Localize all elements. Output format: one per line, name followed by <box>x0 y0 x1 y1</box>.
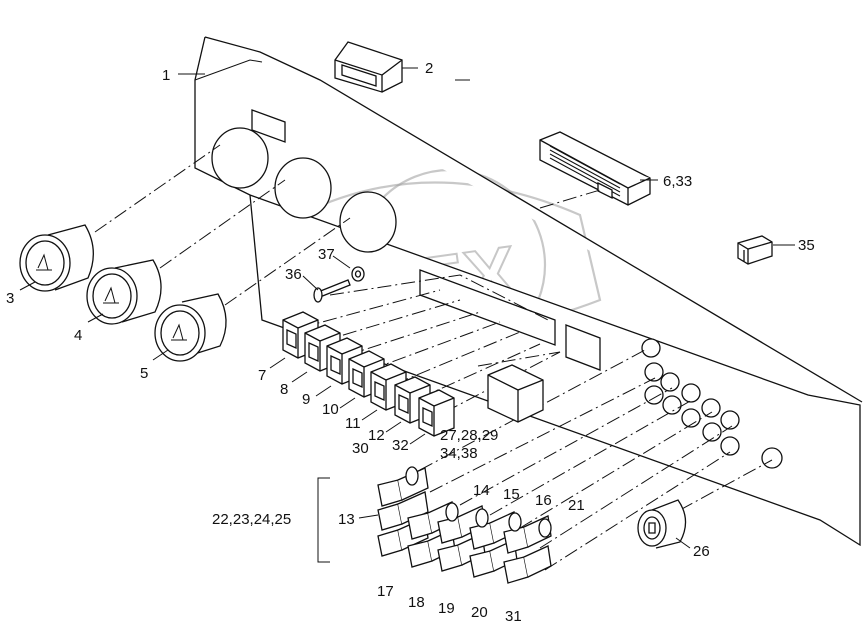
label-36: 36 <box>285 266 302 283</box>
label-5: 5 <box>140 365 148 382</box>
label-1: 1 <box>162 67 170 84</box>
washer-37 <box>351 266 365 282</box>
label-20: 20 <box>471 604 488 621</box>
small-hole <box>644 362 664 382</box>
gauge-3 <box>19 224 94 292</box>
dashboard-panel <box>194 36 863 547</box>
label-8: 8 <box>280 381 288 398</box>
small-hole <box>720 436 740 456</box>
label-9: 9 <box>302 391 310 408</box>
switch-32 <box>418 389 455 437</box>
label-35: 35 <box>798 237 815 254</box>
label-2: 2 <box>425 60 433 77</box>
label-4: 4 <box>74 327 82 344</box>
small-hole <box>644 385 664 405</box>
label-6-33: 6,33 <box>663 173 692 190</box>
part-2-holder <box>334 41 403 93</box>
relay-cutout <box>565 324 601 371</box>
label-32: 32 <box>392 437 409 454</box>
relay-27-28-29 <box>487 364 544 423</box>
gauge-hole-2 <box>274 157 332 219</box>
gauge-4 <box>86 259 162 325</box>
small-hole <box>701 398 721 418</box>
label-16: 16 <box>535 492 552 509</box>
label-18: 18 <box>408 594 425 611</box>
label-26: 26 <box>693 543 710 560</box>
lock-hole <box>761 447 783 469</box>
label-21: 21 <box>568 497 585 514</box>
label-3: 3 <box>6 290 14 307</box>
label-15: 15 <box>503 486 520 503</box>
small-hole <box>681 383 701 403</box>
screw-36 <box>313 279 351 303</box>
gauge-5 <box>154 293 227 362</box>
rocker-switches <box>282 311 455 437</box>
gauge-hole-1 <box>211 127 269 189</box>
label-30: 30 <box>352 440 369 457</box>
label-19: 19 <box>438 600 455 617</box>
label-7: 7 <box>258 367 266 384</box>
part-35-connector <box>737 235 773 265</box>
label-27-28-29: 27,28,29 <box>440 427 498 444</box>
label-10: 10 <box>322 401 339 418</box>
push-button-switches <box>377 466 552 584</box>
label-14: 14 <box>473 482 490 499</box>
ignition-lock-26 <box>637 499 687 549</box>
cutout-top <box>251 109 286 143</box>
small-hole <box>662 395 682 415</box>
label-13: 13 <box>338 511 355 528</box>
label-22-23-24-25: 22,23,24,25 <box>212 511 291 528</box>
small-hole <box>660 372 680 392</box>
part-6-33-grille <box>539 131 651 206</box>
switch-cutout <box>419 269 556 346</box>
label-31: 31 <box>505 608 522 625</box>
small-hole <box>720 410 740 430</box>
group-bracket <box>317 477 330 563</box>
part-labels: 1 2 3 4 5 6,33 7 8 9 10 11 12 13 14 15 1… <box>6 60 815 625</box>
gauge-hole-3 <box>339 191 397 253</box>
label-37: 37 <box>318 246 335 263</box>
label-34-38: 34,38 <box>440 445 478 462</box>
leader-lines <box>19 67 795 549</box>
small-hole <box>641 338 661 358</box>
label-17: 17 <box>377 583 394 600</box>
label-12: 12 <box>368 427 385 444</box>
button-31 <box>503 512 552 584</box>
label-11: 11 <box>345 415 361 432</box>
small-hole <box>702 422 722 442</box>
